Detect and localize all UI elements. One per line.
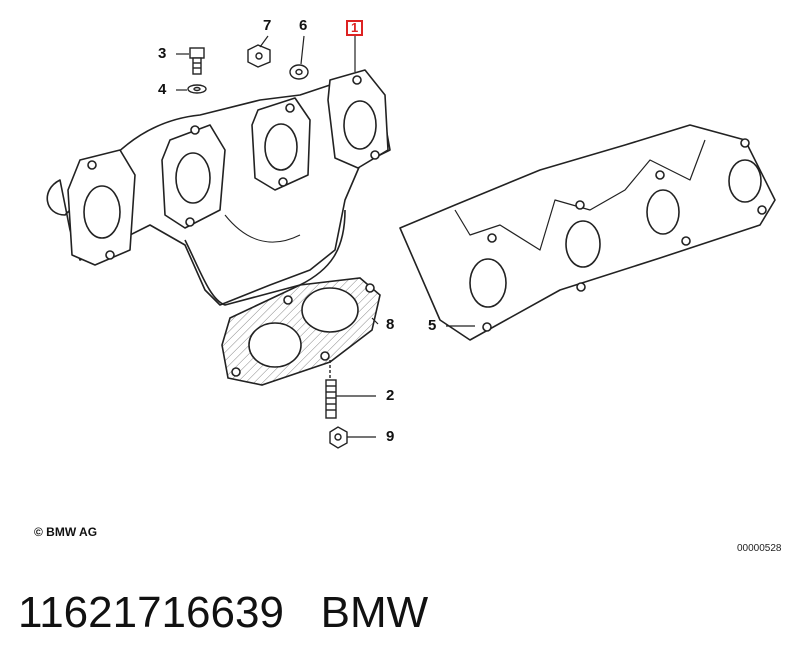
callout-8: 8 xyxy=(386,316,395,333)
part-number: 11621716639 xyxy=(18,588,284,637)
washer-small xyxy=(187,84,207,94)
callout-7: 7 xyxy=(263,17,272,34)
caption: 11621716639 BMW xyxy=(18,588,428,638)
callout-3: 3 xyxy=(158,45,167,62)
exhaust-manifold-diagram xyxy=(46,35,776,449)
callout-1-highlighted: 1 xyxy=(346,20,364,36)
manifold-gasket xyxy=(399,124,776,341)
bolt xyxy=(189,47,205,75)
flange-gasket xyxy=(221,277,381,386)
washer-large xyxy=(289,64,309,80)
callout-5: 5 xyxy=(428,317,437,334)
callout-9: 9 xyxy=(386,428,395,445)
manifold-nut xyxy=(247,44,271,68)
copyright-notice: © BMW AG xyxy=(34,525,98,539)
callout-4: 4 xyxy=(158,81,167,98)
callout-2: 2 xyxy=(386,387,395,404)
stud xyxy=(325,360,337,419)
diagram-id: 00000528 xyxy=(737,543,782,554)
nut xyxy=(329,426,348,449)
leader-lines xyxy=(176,35,475,438)
exhaust-manifold xyxy=(46,69,391,306)
brand-name: BMW xyxy=(320,588,429,637)
callout-6: 6 xyxy=(299,17,308,34)
